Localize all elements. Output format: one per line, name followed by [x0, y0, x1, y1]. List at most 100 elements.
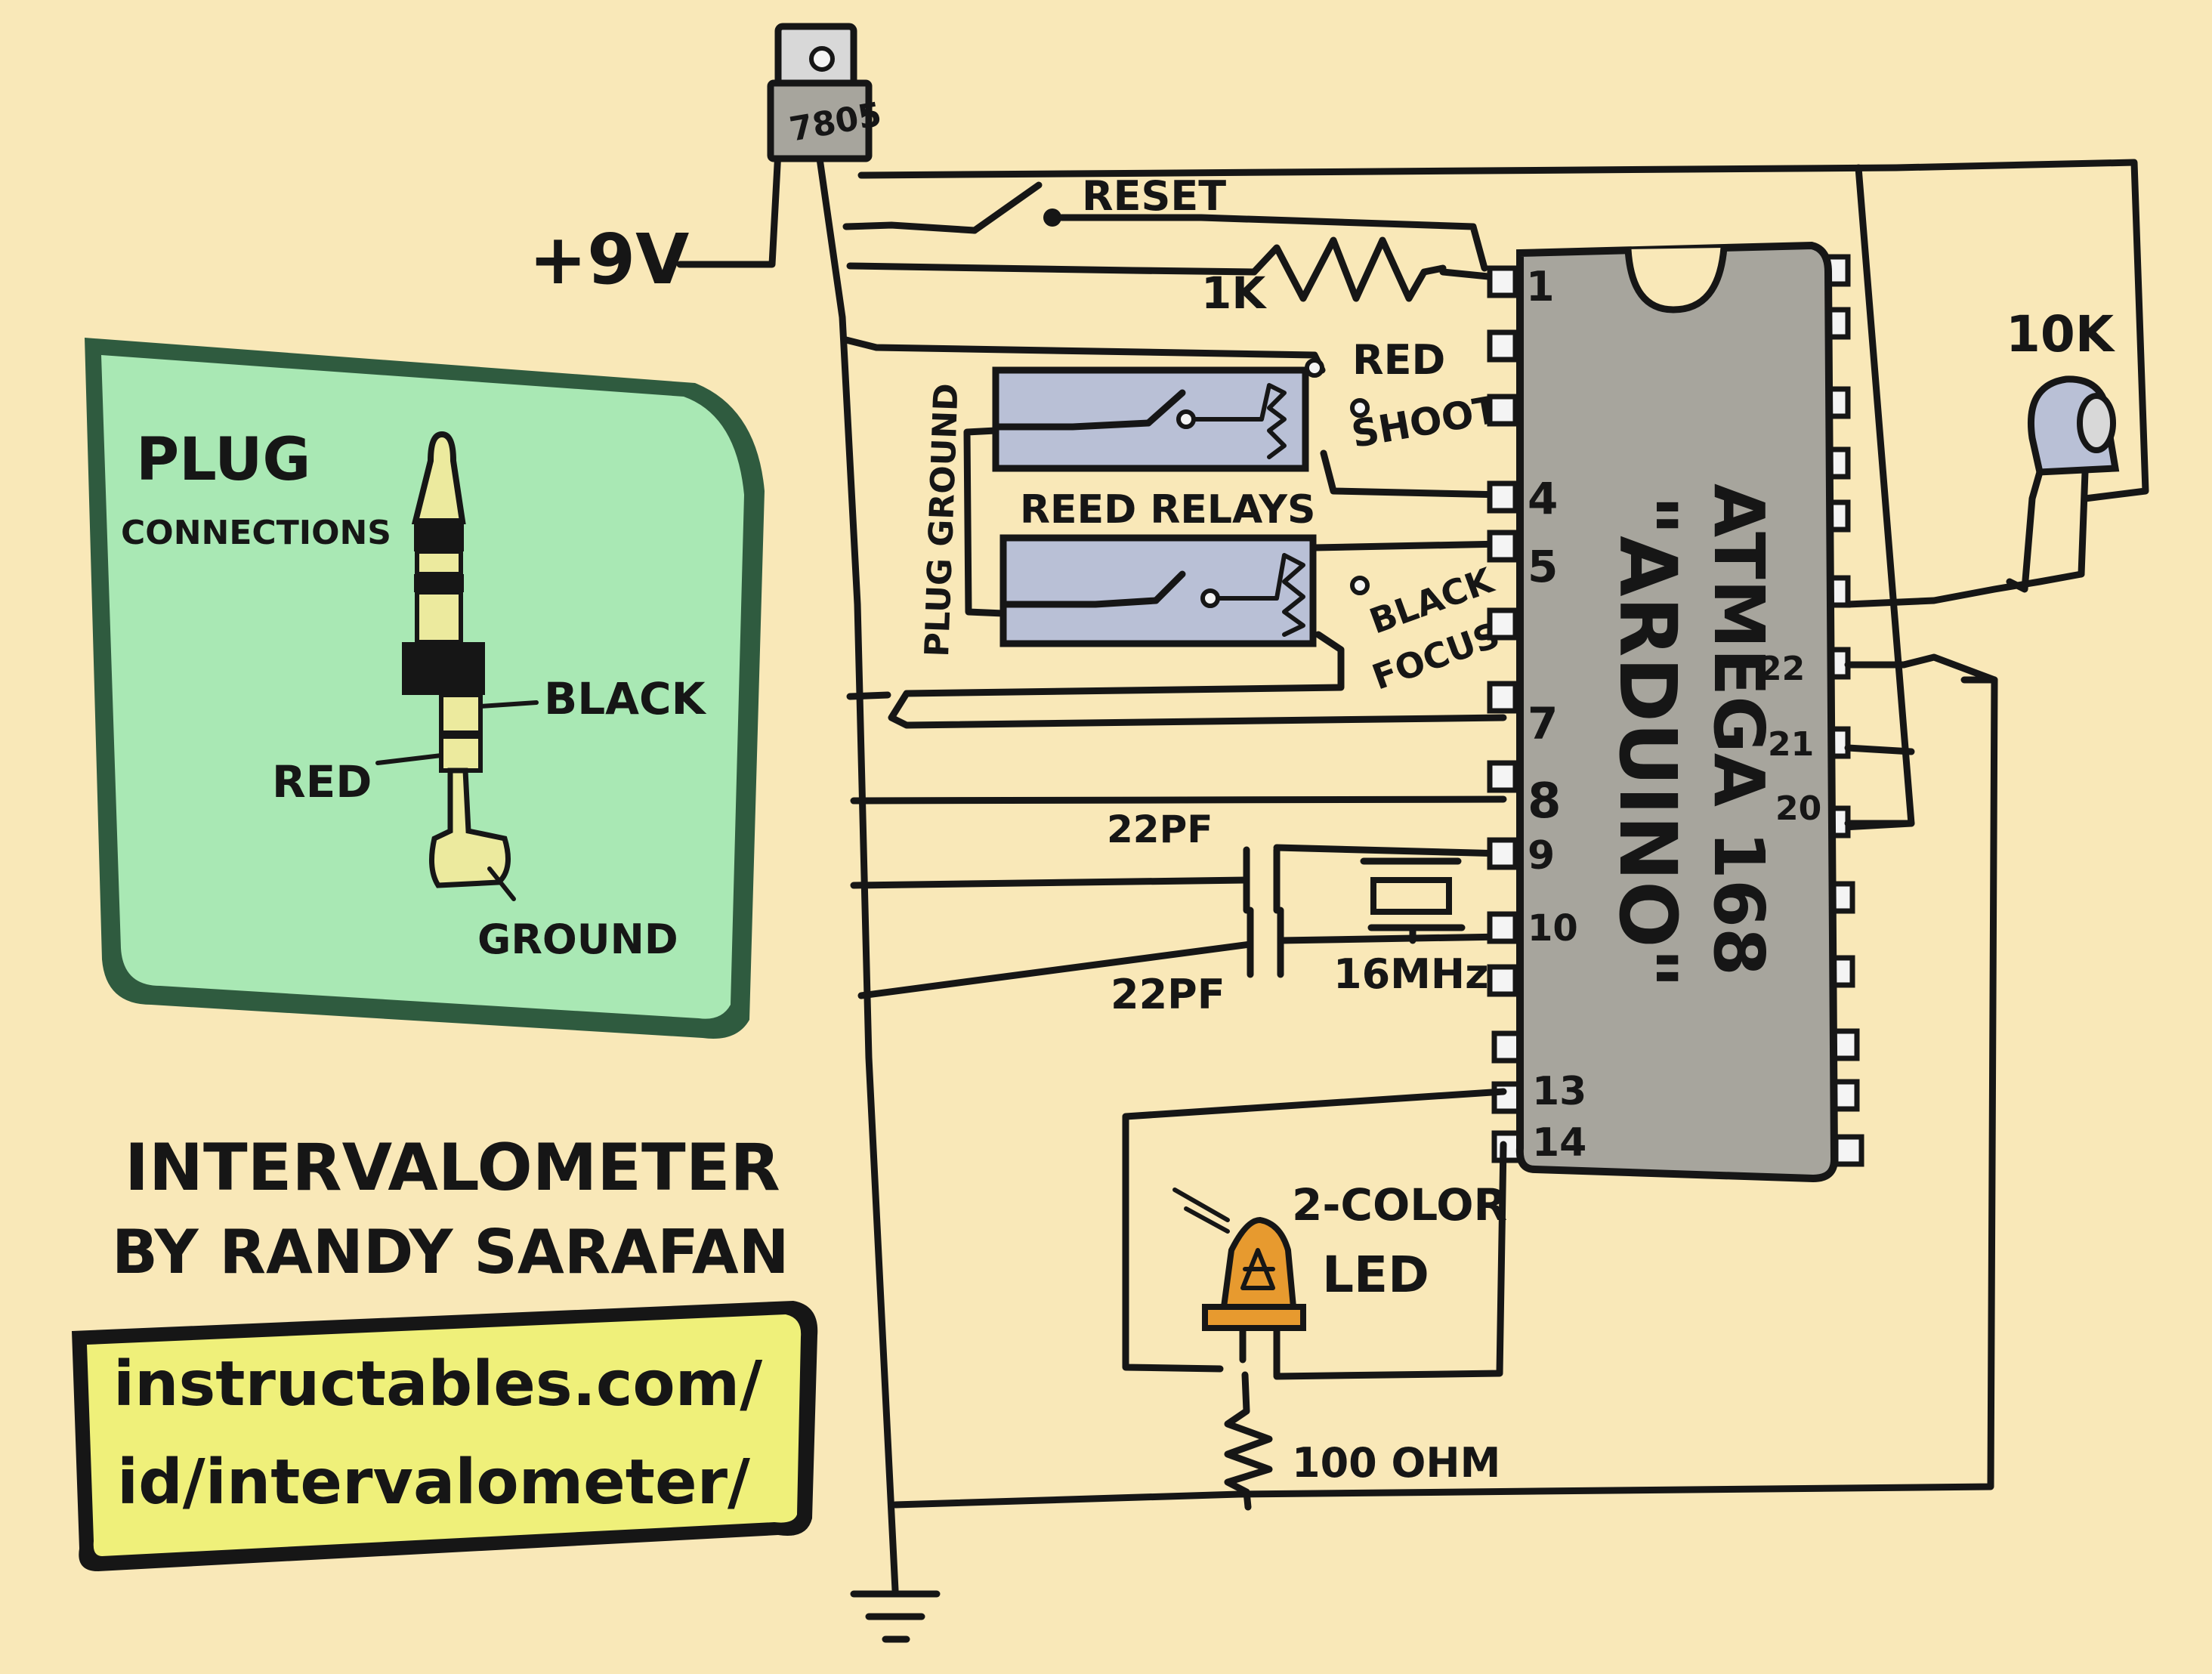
cap-top-wire-right	[1273, 844, 1507, 857]
reset-switch[interactable]	[842, 181, 1488, 272]
pot-label: 10K	[2006, 305, 2116, 363]
relay-focus-coil	[1216, 553, 1305, 637]
relay-focus-contact-left	[999, 597, 1160, 608]
reset-label: RESET	[1082, 172, 1226, 220]
crystal-body	[1370, 877, 1452, 915]
pin-number-13: 13	[1532, 1069, 1586, 1114]
plug-black-terminal	[439, 693, 483, 735]
plug-shaft-2	[415, 590, 463, 644]
led-ray-1	[1172, 1188, 1230, 1222]
plug-ring-1	[414, 521, 464, 551]
reset-switch-lever	[971, 181, 1043, 234]
chip-pin	[1487, 911, 1518, 944]
supply-label: +9V	[529, 219, 689, 300]
plug-shaft-1	[415, 549, 463, 576]
led-rim	[1202, 1304, 1306, 1331]
pin-number-8: 8	[1528, 774, 1562, 829]
ground-bottom-wire	[891, 676, 1998, 1509]
led-label-line-2: LED	[1322, 1246, 1429, 1304]
title-line-1: INTERVALOMETER	[125, 1130, 780, 1206]
title-line-2: BY RANDY SARAFAN	[112, 1217, 789, 1287]
vcc-top-rail-right	[1840, 164, 1915, 831]
two-color-led	[1172, 1188, 1306, 1379]
chip-pin	[1833, 1134, 1864, 1167]
voltage-regulator: 7805	[767, 23, 885, 162]
red-terminal-label: RED	[1352, 336, 1445, 384]
cap-bottom-label: 22PF	[1111, 971, 1225, 1018]
url-line-2: id/intervalometer/	[117, 1447, 750, 1518]
plug-red-leader	[375, 753, 443, 765]
plug-collar	[402, 642, 485, 695]
pin7-wire	[846, 691, 891, 700]
reset-wire-left	[842, 221, 978, 234]
resistor-100-label: 100 OHM	[1292, 1439, 1500, 1487]
chip-pin	[1491, 1030, 1523, 1064]
pin21-wire	[1844, 744, 1915, 755]
vcc-top-rail	[857, 159, 2149, 502]
pin-number-20: 20	[1775, 789, 1821, 828]
plug-ground-label-wire: PLUG GROUND	[918, 382, 966, 657]
reed-relay-shoot	[992, 366, 1309, 472]
url-box-fill	[87, 1314, 802, 1556]
chip-label-line-1: ATMEGA 168	[1698, 483, 1779, 976]
pin-number-14: 14	[1532, 1120, 1586, 1166]
black-terminal	[1350, 576, 1370, 595]
chip-pin	[1491, 1130, 1523, 1163]
pin-number-1: 1	[1526, 263, 1555, 310]
plug-tip	[411, 431, 466, 524]
reset-wire-right	[1058, 214, 1488, 272]
pin-number-22: 22	[1759, 650, 1805, 688]
url-line-1: instructables.com/	[113, 1348, 762, 1420]
led-label-line-1: 2-COLOR	[1292, 1179, 1507, 1231]
chip-body	[1515, 241, 1839, 1183]
reset-switch-contact	[1043, 208, 1061, 227]
pot-wiper-to-pin	[1844, 570, 2085, 608]
chip-pin	[1487, 480, 1518, 514]
plug-ring-2	[414, 574, 464, 592]
relay-shoot-blade	[1145, 389, 1186, 427]
chip-pin	[1487, 964, 1518, 997]
cap-top-wire-left	[850, 876, 1250, 889]
chip-pin	[1487, 329, 1518, 363]
relay-focus-to-pin5	[1311, 540, 1507, 551]
pin-number-10: 10	[1528, 907, 1578, 950]
cap-bottom-wire-left	[857, 940, 1254, 999]
pin-number-7: 7	[1528, 698, 1558, 749]
plug-ground-label: GROUND	[477, 916, 678, 963]
chip-pin	[1491, 1081, 1523, 1114]
led-dome	[1220, 1216, 1297, 1310]
regulator-tab-hole	[809, 46, 835, 72]
resistor-1k-wire-left	[846, 262, 1258, 276]
chip-pin	[1487, 530, 1518, 563]
plug-black-leader	[478, 700, 539, 709]
plug-panel-subtitle: CONNECTIONS	[121, 514, 391, 552]
plug-red-terminal	[439, 734, 483, 773]
crystal-label: 16MHz	[1333, 950, 1489, 998]
chip-pin	[1487, 837, 1518, 870]
chip-pin	[1487, 265, 1518, 298]
pin8-wire	[850, 795, 1507, 805]
atmega168-chip: ATMEGA 168 "ARDUINO" 1 4 5 7 8 9 10 13 1…	[1487, 241, 1864, 1183]
regulator-body	[767, 79, 873, 162]
chip-label-line-2: "ARDUINO"	[1602, 495, 1694, 989]
plug-ground-leader	[487, 866, 516, 901]
reed-relays-label: REED RELAYS	[1020, 487, 1315, 533]
capacitor-top	[850, 844, 1507, 914]
reed-relay-focus	[999, 534, 1317, 647]
pin-number-4: 4	[1528, 473, 1558, 524]
url-box: instructables.com/ id/intervalometer/	[72, 1301, 818, 1571]
shoot-terminal	[1350, 398, 1370, 418]
plug-black-label: BLACK	[544, 673, 707, 724]
cap-top-label: 22PF	[1107, 808, 1213, 851]
relay-shoot-contact-left	[992, 419, 1152, 431]
plug-ground-wire	[963, 427, 1007, 617]
chip-left-pins	[1487, 265, 1523, 1163]
plug-connections-panel: PLUG CONNECTIONS BLACK RED GROUND	[85, 338, 765, 1039]
pin-number-21: 21	[1768, 725, 1814, 764]
red-terminal	[1305, 358, 1324, 378]
resistor-100-ohm	[1224, 1371, 1273, 1511]
supply-wire	[676, 147, 782, 268]
ground-bus	[816, 155, 1998, 1643]
chip-pin	[1487, 394, 1518, 427]
